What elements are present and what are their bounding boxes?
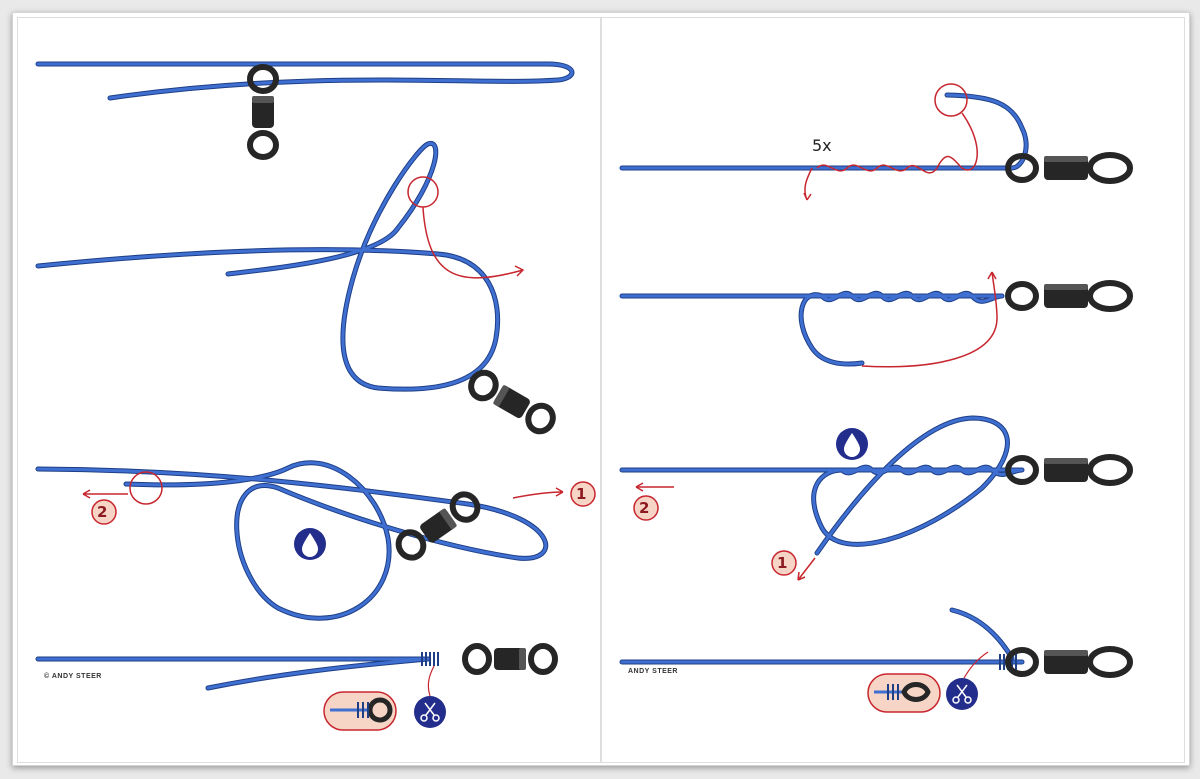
step2-swivel-icon	[467, 368, 558, 436]
step3-marker-two	[91, 499, 117, 525]
illustration-frame: © ANDY STEER 1 2	[12, 12, 1190, 766]
illustrator-credit: ANDY STEER	[628, 668, 678, 675]
step3-line	[35, 460, 549, 621]
wrap-count-label: 5x	[812, 136, 832, 155]
step3-marker-one-label: 1	[576, 485, 587, 503]
right-panel-knot-steps: ANDY STEER 5x 1 2	[601, 17, 1185, 763]
step4-line	[35, 652, 439, 691]
step3-marker-one	[570, 481, 596, 507]
step1-wrap-annotation	[803, 83, 978, 201]
step1-line	[35, 61, 575, 101]
step2-line	[619, 290, 1005, 367]
step4-magnifier-detail-icon	[867, 673, 941, 713]
step1-line	[619, 92, 1029, 171]
step3-water-drop-icon	[836, 428, 868, 460]
step4-scissors-icon	[414, 665, 446, 728]
step4-line	[619, 607, 1025, 670]
step3-marker-two-label: 2	[639, 499, 650, 517]
step3-water-drop-icon	[294, 528, 326, 560]
left-panel-drawing	[35, 61, 596, 731]
step3-annotations	[82, 471, 564, 505]
step2-swivel-icon	[1008, 283, 1130, 309]
step4-swivel-icon	[465, 646, 555, 672]
left-panel-knot-steps: © ANDY STEER 1 2	[17, 17, 601, 763]
step3-marker-two-label: 2	[97, 503, 108, 521]
step2-pass-annotation	[407, 176, 524, 279]
step2-pass-annotation	[861, 271, 998, 368]
step4-magnifier-detail-icon	[323, 691, 397, 731]
step3-marker-one-label: 1	[777, 554, 788, 572]
step3-swivel-icon	[1008, 457, 1130, 483]
step4-scissors-icon	[946, 651, 989, 710]
step4-swivel-icon	[1008, 649, 1130, 675]
step3-marker-two	[633, 495, 659, 521]
step3-line	[619, 415, 1025, 556]
illustrator-credit: © ANDY STEER	[44, 673, 102, 680]
step2-line	[35, 140, 501, 392]
step3-marker-one	[771, 550, 797, 576]
right-panel-drawing	[619, 83, 1184, 713]
step1-swivel-icon	[1008, 155, 1130, 181]
step3-annotations	[635, 482, 816, 581]
